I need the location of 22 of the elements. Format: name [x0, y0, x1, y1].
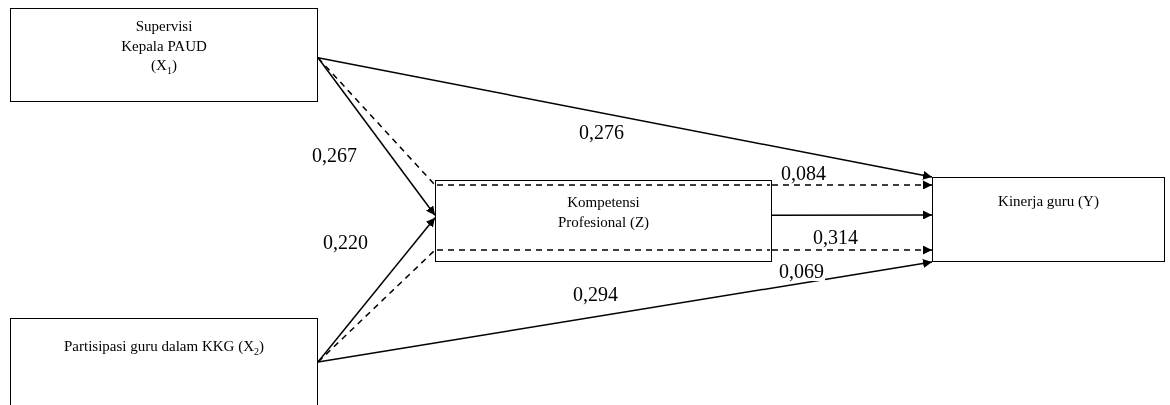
path-coefficient: 0,314	[812, 227, 859, 247]
arrow	[317, 57, 436, 216]
path-coefficient: 0,069	[778, 261, 825, 281]
variable-box	[435, 180, 772, 262]
path-coefficient: 0,220	[322, 232, 369, 252]
arrow	[771, 180, 933, 190]
arrow	[771, 245, 933, 255]
variable-name: Partisipasi guru dalam KKG (X$_{2}$)	[64, 337, 264, 358]
path-coefficient: 0,276	[578, 122, 625, 142]
arrow	[771, 210, 933, 220]
variable-box	[932, 177, 1165, 262]
variable-box	[10, 8, 318, 102]
arrow	[317, 216, 436, 363]
path-coefficient: 0,294	[572, 284, 619, 304]
path-coefficient: 0,267	[311, 145, 358, 165]
variable-name: Kompetensi Profesional (Z)	[556, 193, 651, 232]
variable-name: Kinerja guru (Y)	[998, 192, 1099, 211]
path-coefficient: 0,084	[780, 163, 827, 183]
variable-name: Supervisi Kepala PAUD (X$_{1}$)	[120, 17, 208, 77]
variable-box	[10, 318, 318, 405]
arrow	[317, 259, 933, 363]
arrow	[317, 57, 933, 180]
